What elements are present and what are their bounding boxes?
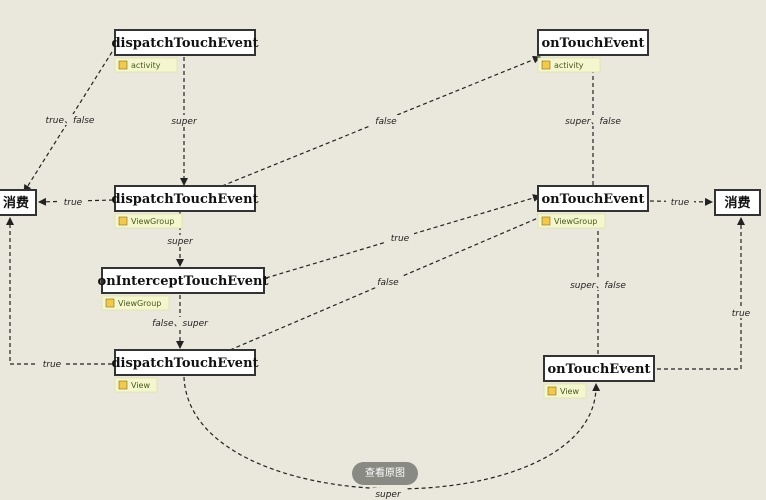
edge-label-bg (563, 279, 633, 290)
edge-viewgroup_dispatch-to-consume_left: true (38, 196, 114, 208)
edge-label: true (43, 360, 62, 370)
edge-label-bg (727, 307, 755, 318)
edge-activity_dispatch-to-viewgroup_dispatch: super (167, 57, 201, 186)
tag-background (537, 57, 601, 73)
edge-label-bg (371, 488, 405, 499)
node-activity_dispatch: dispatchTouchEvent activity (111, 29, 259, 73)
edge-label-bg (369, 115, 403, 126)
edge-label: super、false (570, 281, 626, 291)
edge-viewgroup_ontouch-to-activity_ontouch: super、false (558, 57, 628, 185)
edge-view_dispatch-to-viewgroup_ontouch: false (229, 214, 546, 351)
node-tag: View (114, 377, 158, 393)
tag-background (114, 57, 178, 73)
edge-label: false (375, 117, 397, 127)
node-label: dispatchTouchEvent (111, 356, 258, 371)
edge-label-bg (38, 358, 66, 369)
tag-label: activity (131, 61, 161, 70)
edge-label-bg (371, 276, 405, 287)
tag-background (101, 295, 170, 311)
node-box (714, 189, 761, 216)
node-box (537, 29, 649, 56)
node-label: onTouchEvent (548, 362, 651, 377)
node-label: onTouchEvent (542, 36, 645, 51)
node-tag: activity (537, 57, 601, 73)
node-tag: ViewGroup (537, 213, 606, 229)
node-activity_ontouch: onTouchEvent activity (537, 29, 649, 73)
edge-label: true (64, 198, 83, 208)
tag-label: ViewGroup (554, 217, 597, 226)
edge-viewgroup_dispatch-to-activity_ontouch: false (221, 55, 541, 187)
view-original-button[interactable]: 查看原图 (352, 462, 418, 485)
edge-label-bg (558, 115, 628, 126)
node-box (0, 189, 37, 216)
node-box (114, 185, 256, 212)
edge-line (657, 217, 745, 370)
class-icon (541, 60, 551, 70)
edge-label: true (732, 309, 751, 319)
edge-label: true (671, 198, 690, 208)
edge-label: true、false (46, 116, 95, 126)
tag-background (537, 213, 606, 229)
tag-label: ViewGroup (118, 299, 161, 308)
edge-activity_dispatch-to-consume_left: true、false (23, 51, 113, 193)
node-label: onTouchEvent (542, 192, 645, 207)
edge-label: super (171, 117, 198, 127)
edge-viewgroup_intercept-to-viewgroup_ontouch: true (265, 194, 541, 279)
node-consume_right: 消费 (714, 189, 761, 216)
edge-label: false (377, 278, 399, 288)
tag-label: activity (554, 61, 584, 70)
tag-label: ViewGroup (131, 217, 174, 226)
edge-label-bg (145, 317, 215, 328)
edge-view_ontouch-to-consume_right: true (657, 217, 755, 370)
edge-label-bg (163, 235, 197, 246)
node-tag: ViewGroup (101, 295, 170, 311)
edge-label-bg (386, 232, 414, 243)
node-label: dispatchTouchEvent (111, 36, 258, 51)
node-box (543, 355, 655, 382)
node-tag: ViewGroup (114, 213, 183, 229)
edge-view_dispatch-to-consume_left: true (6, 217, 112, 370)
class-icon (547, 386, 557, 396)
node-label: 消费 (3, 195, 29, 211)
node-box (114, 349, 256, 376)
class-icon (118, 60, 128, 70)
edge-view_dispatch-to-view_ontouch: super (183, 376, 601, 500)
edge-label: super (167, 237, 194, 247)
edge-label: super、false (565, 117, 621, 127)
node-box (114, 29, 256, 56)
class-icon (118, 216, 128, 226)
tag-label: View (131, 381, 150, 390)
edge-viewgroup_ontouch-to-consume_right: true (649, 196, 713, 208)
node-label: onInterceptTouchEvent (98, 274, 269, 289)
edge-label-bg (167, 115, 201, 126)
edge-viewgroup_intercept-to-view_dispatch: false、super (145, 295, 215, 349)
edge-label-bg (38, 114, 102, 125)
node-label: dispatchTouchEvent (111, 192, 258, 207)
edge-label: true (391, 234, 410, 244)
edge-label: super (375, 490, 402, 500)
node-label: 消费 (724, 195, 750, 211)
class-icon (118, 380, 128, 390)
node-box (101, 267, 265, 294)
node-tag: activity (114, 57, 178, 73)
tag-background (114, 213, 183, 229)
node-tag: View (543, 383, 587, 399)
tag-label: View (560, 387, 579, 396)
edge-line (6, 217, 112, 365)
node-box (537, 185, 649, 212)
class-icon (105, 298, 115, 308)
edge-label: false、super (152, 319, 209, 329)
edge-label-bg (666, 196, 694, 207)
edge-view_ontouch-to-viewgroup_ontouch: super、false (563, 214, 633, 354)
node-consume_left: 消费 (0, 189, 37, 216)
class-icon (541, 216, 551, 226)
edge-label-bg (59, 196, 87, 207)
